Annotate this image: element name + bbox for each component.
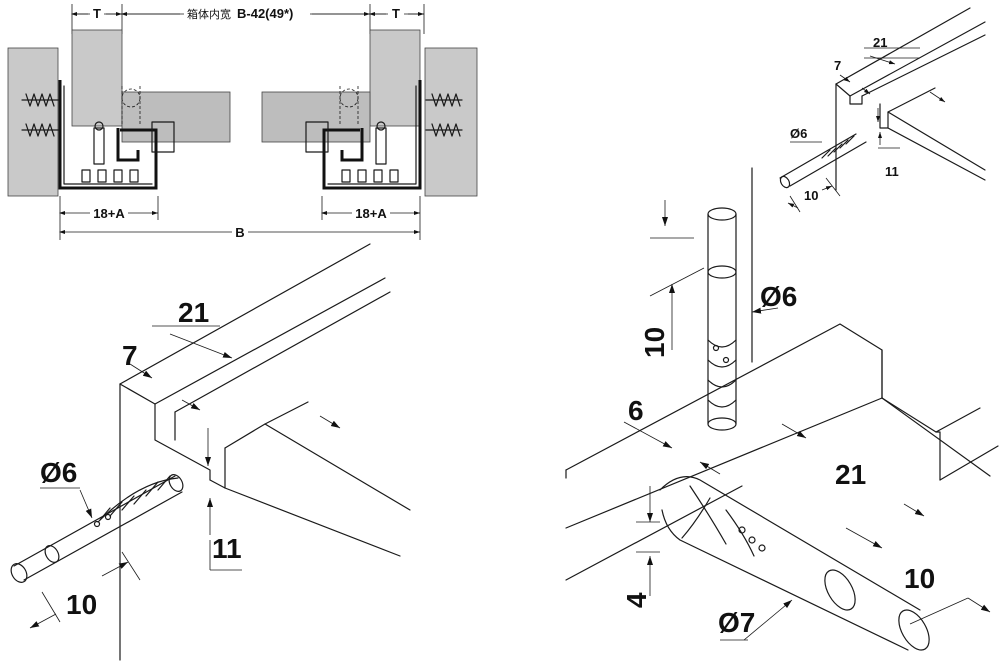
t-left-label: T	[93, 6, 101, 21]
left-drawer-bottom	[121, 91, 231, 143]
large-left-dim-7: 7	[122, 340, 138, 371]
right-drawer-bottom	[261, 91, 371, 143]
large-left-dim-diameter: Ø6	[40, 457, 77, 488]
small-dim-diameter: Ø6	[790, 126, 807, 141]
large-right-dim-diameter-top: Ø6	[760, 281, 797, 312]
small-drill-detail: 21 7 Ø6 11 10	[779, 7, 986, 213]
inner-width-dimension: T T 箱体内宽 B-42(49*)	[71, 4, 425, 34]
large-runner-detail-right: Ø6 10 6 21 4 Ø7 10	[565, 167, 999, 651]
large-left-dim-11: 11	[212, 533, 242, 564]
header-chinese-label: 箱体内宽	[187, 7, 231, 21]
small-dim-10: 10	[804, 188, 818, 203]
runner-width-dimensions: 18+A 18+A B	[59, 196, 421, 240]
small-dim-7: 7	[834, 58, 841, 73]
small-dim-21: 21	[873, 35, 887, 50]
left-drawer-side	[71, 29, 123, 127]
right-drawer-side	[369, 29, 421, 127]
large-left-dim-21: 21	[178, 297, 209, 328]
t-right-label: T	[392, 6, 400, 21]
large-runner-detail-left: 21 7 Ø6 11 10	[10, 243, 411, 661]
left-cabinet-wall	[7, 47, 59, 197]
large-right-dim-4: 4	[621, 592, 652, 608]
right-cabinet-wall	[424, 47, 478, 197]
left-runner-profile	[58, 80, 175, 190]
large-left-dim-10: 10	[66, 589, 97, 620]
header-formula-label: B-42(49*)	[237, 6, 293, 21]
runner-right-dimension-label: 18+A	[355, 206, 387, 221]
large-right-dim-21: 21	[835, 459, 866, 490]
vertical-drill-bit-icon	[707, 207, 737, 431]
drill-bit-icon	[10, 474, 184, 583]
small-dim-11: 11	[885, 164, 899, 179]
total-width-label: B	[235, 225, 244, 240]
large-right-dim-6: 6	[628, 395, 644, 426]
horizontal-drill-bit-icon	[659, 476, 930, 651]
cabinet-cross-section: T T 箱体内宽 B-42(49*)	[7, 4, 478, 240]
right-runner-profile	[305, 80, 422, 190]
large-right-dim-diameter-bottom: Ø7	[718, 607, 755, 638]
runner-left-dimension-label: 18+A	[93, 206, 125, 221]
large-right-dim-10-horizontal: 10	[904, 563, 935, 594]
large-right-dim-10-vertical: 10	[639, 327, 670, 358]
screw-icon	[425, 93, 463, 137]
screw-icon	[21, 93, 59, 137]
